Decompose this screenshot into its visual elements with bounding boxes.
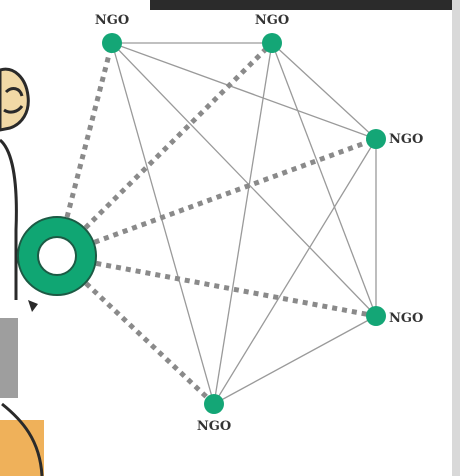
hub-ring-outer-edge: [17, 216, 97, 296]
top-dark-band: [150, 0, 460, 10]
ngo-label-top-right: NGO: [255, 13, 289, 28]
cartoon-gray-panel: [0, 318, 18, 398]
dotted-edge-hub-to-ngo_right_upper: [93, 136, 377, 245]
ngo-top-left-node-icon: [102, 33, 122, 53]
solid-edge-ngo_top_right-to-ngo_right_upper: [271, 42, 377, 140]
ngo-bottom-node-icon: [204, 394, 224, 414]
solid-edge-ngo_top_left-to-ngo_right_lower: [111, 42, 377, 317]
solid-edge-ngo_top_left-to-ngo_bottom: [111, 42, 215, 405]
ngo-label-top-left: NGO: [95, 13, 129, 28]
cartoon-arrow-icon: [28, 300, 38, 312]
hub-ring-icon: [18, 217, 96, 295]
right-gray-strip: [452, 0, 460, 476]
solid-edge-ngo_right_upper-to-ngo_bottom: [213, 138, 377, 405]
central-hub: [17, 216, 97, 296]
solid-edges: [111, 42, 377, 405]
cartoon-face: [0, 67, 30, 132]
ngo-label-right-lower: NGO: [389, 311, 423, 326]
cartoon-mouth: [3, 105, 24, 114]
dotted-edge-hub-to-ngo_right_lower: [95, 260, 377, 319]
cartoon-arm: [1, 402, 44, 476]
dotted-edge-hub-to-ngo_bottom: [84, 281, 216, 406]
cartoon-person-icon: [0, 67, 44, 476]
ngo-right-upper-node-icon: [366, 129, 386, 149]
solid-edge-ngo_right_lower-to-ngo_bottom: [213, 315, 377, 405]
ngo-right-lower-node-icon: [366, 306, 386, 326]
nodes: [102, 33, 386, 414]
dotted-edges: [64, 41, 377, 406]
hub-ring-inner-edge: [37, 236, 77, 276]
dotted-edge-hub-to-ngo_top_left: [64, 42, 115, 218]
ngo-label-right-upper: NGO: [389, 132, 423, 147]
ngo-top-right-node-icon: [262, 33, 282, 53]
solid-edge-ngo_top_right-to-ngo_bottom: [213, 42, 273, 405]
dotted-edge-hub-to-ngo_top_right: [83, 41, 274, 230]
solid-edge-ngo_top_right-to-ngo_right_lower: [271, 42, 377, 317]
solid-edge-ngo_top_left-to-ngo_right_upper: [111, 42, 377, 140]
cartoon-eye: [4, 87, 24, 97]
ngo-label-bottom: NGO: [197, 419, 231, 434]
cartoon-body-outline: [0, 138, 18, 300]
